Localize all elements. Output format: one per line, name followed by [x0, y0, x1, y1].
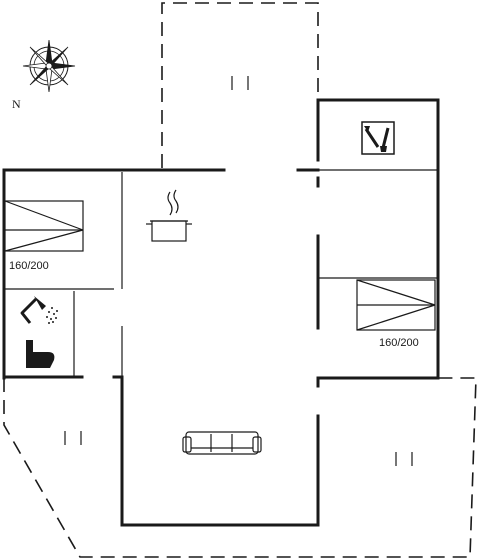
terrace-furniture-icon [231, 76, 249, 90]
partitions [5, 169, 437, 377]
terrace-furniture-icon [395, 452, 413, 466]
sofa-icon [182, 431, 262, 455]
terrace-southwest-outline [3, 377, 477, 558]
bed-right-size-label: 160/200 [379, 337, 419, 349]
shower-icon [20, 296, 58, 324]
wall-right-top [316, 98, 440, 380]
terrace-north-outline [161, 2, 319, 168]
bed-left [4, 200, 84, 252]
walls [2, 98, 440, 527]
wall-living-left [120, 375, 320, 527]
kitchen-pot-icon [146, 189, 192, 242]
compass-north-label: N [12, 97, 21, 111]
bed-left-size-label: 160/200 [9, 260, 49, 272]
terrace-furniture-icon [64, 431, 82, 445]
toilet-icon [26, 340, 55, 368]
bed-right [356, 279, 436, 331]
utility-tools-icon [361, 121, 395, 155]
compass-rose-icon [22, 39, 76, 93]
terrace-outlines [3, 2, 477, 558]
